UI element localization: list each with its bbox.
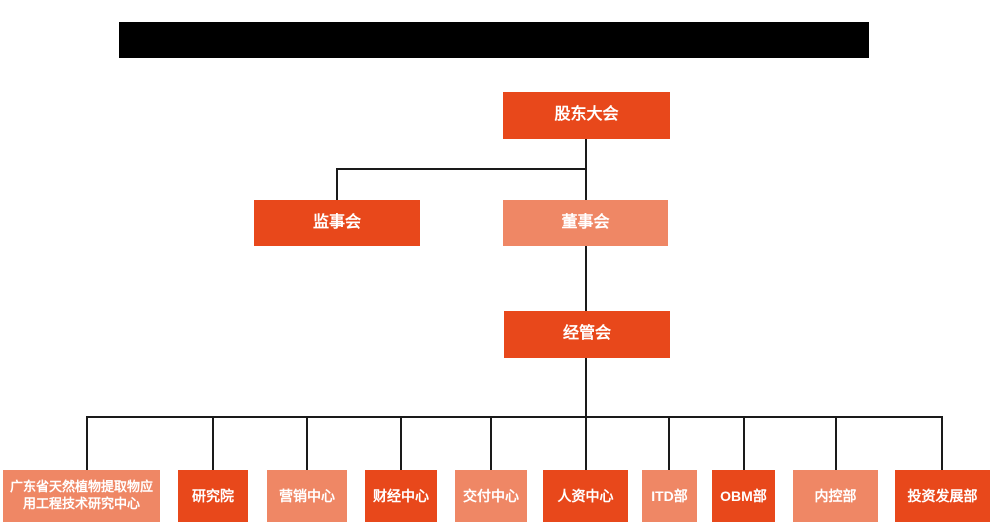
org-node-label: OBM部 (720, 487, 767, 504)
org-node-itd-department: ITD部 (642, 470, 697, 522)
connector-drop-obm-department (743, 416, 745, 470)
connector-drop-itd-department (668, 416, 670, 470)
org-node-label: 股东大会 (554, 106, 619, 124)
org-node-label: 内控部 (814, 487, 857, 504)
org-node-label: 财经中心 (373, 487, 429, 504)
org-node-obm-department: OBM部 (712, 470, 775, 522)
connector-top-branch (336, 168, 587, 170)
connector-drop-finance-center (400, 416, 402, 470)
org-node-finance-center: 财经中心 (365, 470, 437, 522)
org-node-hr-center: 人资中心 (543, 470, 628, 522)
org-node-label: 研究院 (192, 487, 234, 504)
org-node-label: 营销中心 (279, 487, 335, 504)
org-node-delivery-center: 交付中心 (455, 470, 527, 522)
connector-drop-marketing-center (306, 416, 308, 470)
org-node-supervisory-board: 监事会 (254, 200, 420, 246)
org-node-label: 监事会 (312, 213, 361, 231)
connector-bottom-bus (86, 416, 943, 418)
org-node-internal-control-department: 内控部 (793, 470, 878, 522)
org-node-label: 广东省天然植物提取物应用工程技术研究中心 (9, 479, 153, 511)
connector-drop-delivery-center (490, 416, 492, 470)
org-node-management-committee: 经管会 (504, 311, 670, 358)
org-node-label: 交付中心 (463, 487, 519, 504)
connector-directors-management (585, 246, 587, 311)
org-node-investment-development-department: 投资发展部 (895, 470, 990, 522)
org-node-label: 经管会 (562, 325, 611, 343)
connector-supervisory-drop (336, 168, 338, 200)
connector-drop-research-center (86, 416, 88, 470)
org-node-shareholders-meeting: 股东大会 (503, 92, 670, 139)
org-node-marketing-center: 营销中心 (267, 470, 347, 522)
connector-drop-investment-dev (941, 416, 943, 470)
org-node-guangdong-plant-extract-research-center: 广东省天然植物提取物应用工程技术研究中心 (3, 470, 160, 522)
redacted-title-bar (119, 22, 869, 58)
org-node-label: 董事会 (561, 213, 610, 231)
org-node-research-institute: 研究院 (178, 470, 248, 522)
org-node-label: ITD部 (651, 487, 688, 504)
org-node-board-of-directors: 董事会 (503, 200, 668, 246)
org-node-label: 人资中心 (557, 487, 614, 504)
connector-drop-research-institute (212, 416, 214, 470)
connector-management-down (585, 358, 587, 470)
org-node-label: 投资发展部 (907, 487, 978, 504)
connector-drop-internal-control (835, 416, 837, 470)
